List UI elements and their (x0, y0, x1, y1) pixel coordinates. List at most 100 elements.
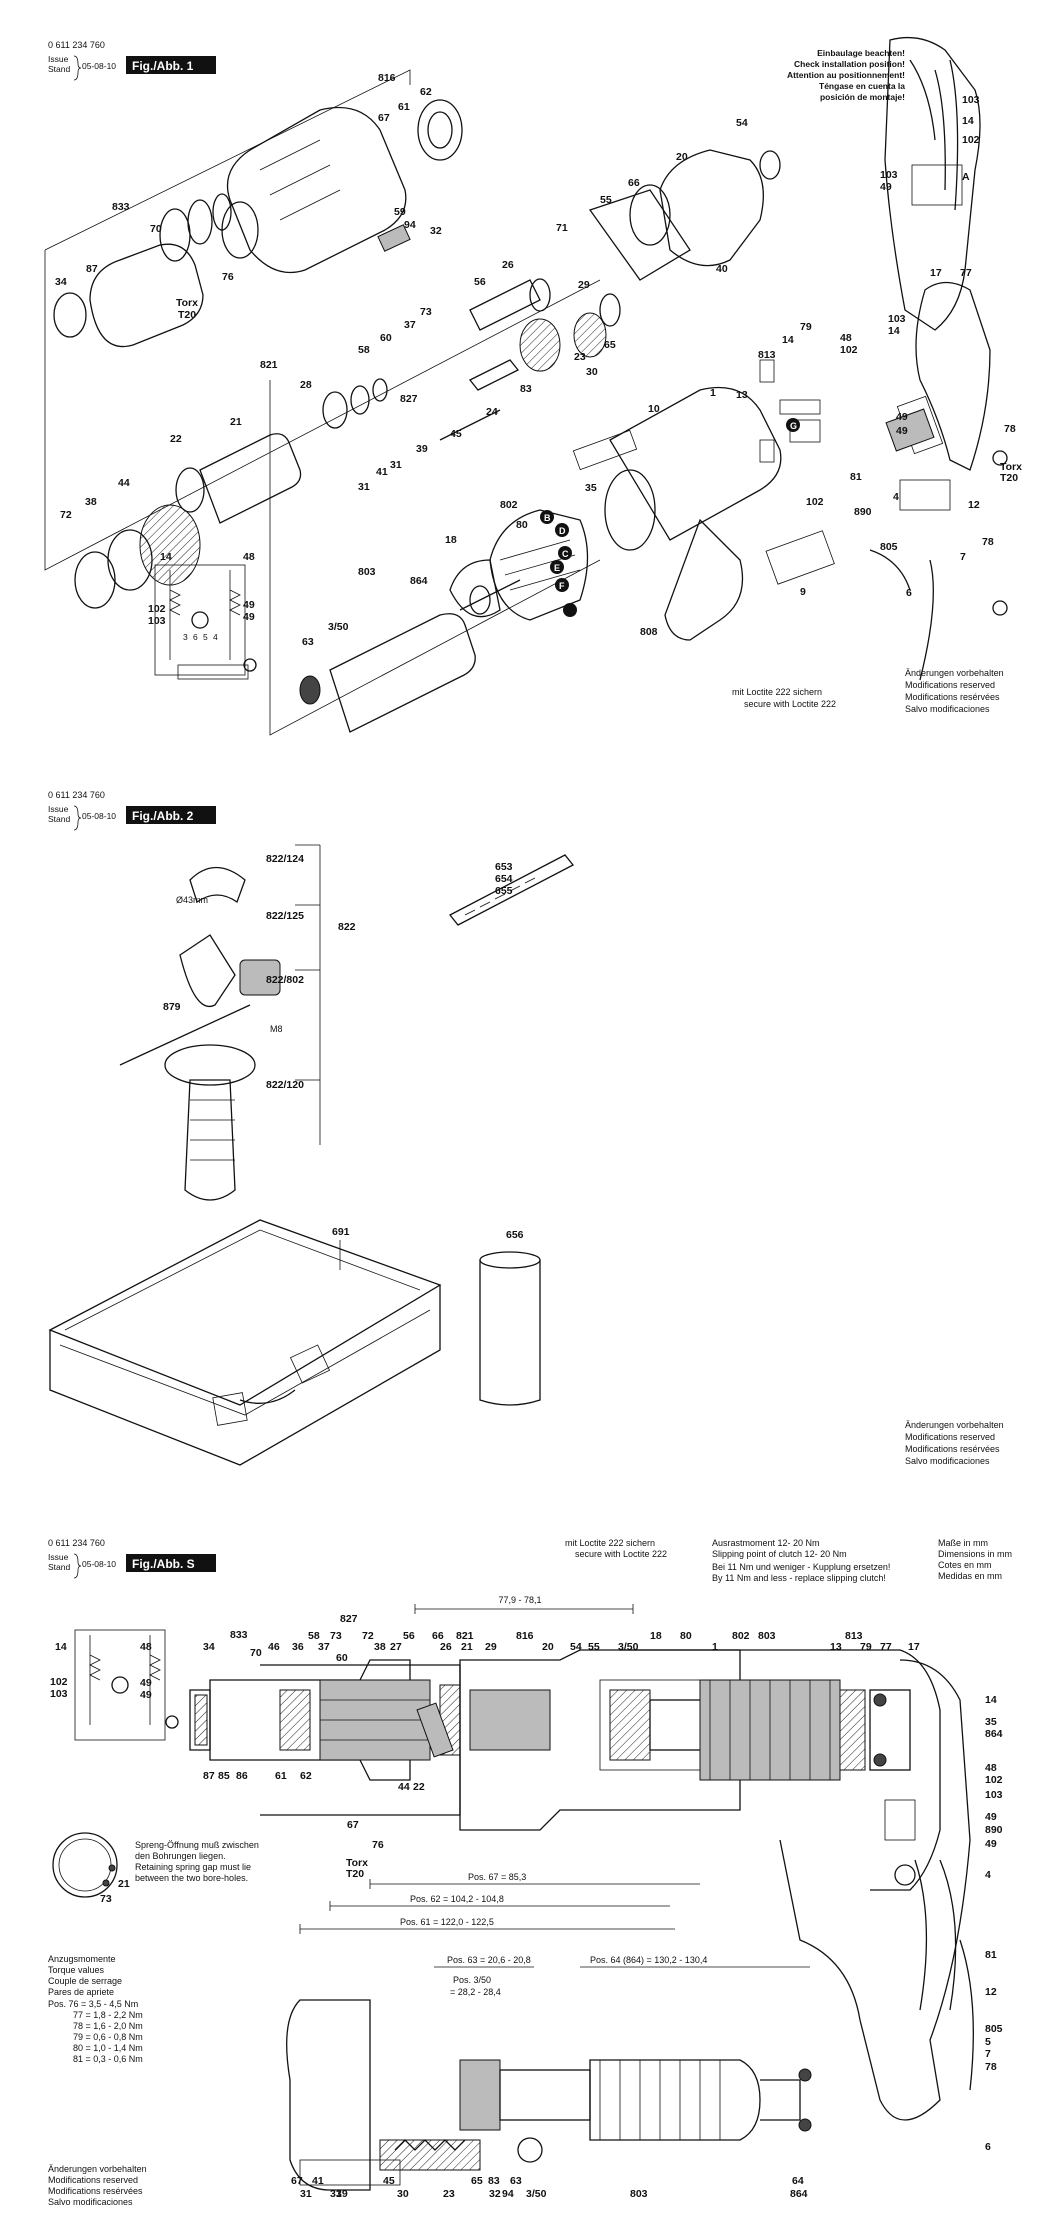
torque-value: 78 = 1,6 - 2,0 Nm (73, 2021, 143, 2031)
torque-table: Anzugsmomente Torque values Couple de se… (48, 1954, 143, 2064)
spring-note: Spreng-Öffnung muß zwischen den Bohrunge… (135, 1840, 259, 1883)
part-label: Ø43mm (176, 895, 208, 905)
brush-parts (759, 359, 821, 463)
dimension-label: Pos. 3/50 (453, 1975, 491, 1985)
part-label: 103 (148, 615, 166, 627)
part-label: 34 (203, 1641, 215, 1653)
part-label: 56 (474, 276, 486, 288)
part-label: 78 (982, 536, 994, 548)
part-label: 656 (506, 1229, 524, 1241)
part-label: 14 (160, 551, 172, 563)
part-label: 80 (680, 1630, 692, 1642)
part-label: 37 (404, 319, 416, 331)
part-label: 3/50 (526, 2188, 547, 2200)
part-label: 864 (790, 2188, 808, 2200)
install-note: Einbaulage beachten! Check installation … (787, 48, 905, 102)
disclaimer-line: Modifications reserved (905, 1432, 995, 1442)
part-label: 39 (416, 443, 428, 455)
fig-label: Fig./Abb. 2 (132, 809, 194, 823)
part-label: 66 (432, 1630, 444, 1642)
part-label: 14 (985, 1694, 997, 1706)
dimension-label: Pos. 61 = 122,0 - 122,5 (400, 1917, 494, 1927)
part-label: 822/124 (266, 853, 304, 865)
terminal-label: 3 (183, 632, 188, 642)
part-label: 813 (758, 349, 776, 361)
part-label: 49 (243, 611, 255, 623)
disclaimer-line: Modifications reserved (905, 680, 995, 690)
part-label: 66 (628, 177, 640, 189)
loctite-line: mit Loctite 222 sichern (732, 687, 822, 697)
part-label: 12 (985, 1986, 997, 1998)
clutch-line: Slipping point of clutch 12- 20 Nm (712, 1549, 847, 1559)
install-note-line: Check installation position! (794, 59, 905, 69)
part-label: 822 (338, 921, 356, 933)
loctite-line: mit Loctite 222 sichern (565, 1538, 655, 1548)
part-label: 41 (312, 2175, 324, 2187)
part-label: 58 (358, 344, 370, 356)
part-label: 45 (383, 2175, 395, 2187)
part-label: 48 (840, 332, 852, 344)
part-label: 31 (390, 459, 402, 471)
part-label: 76 (372, 1839, 384, 1851)
part-label: 27 (390, 1641, 402, 1653)
part-label: 38 (85, 496, 97, 508)
fig1-header: 0 611 234 760 Issue Stand 05-08-10 Fig./… (48, 40, 216, 81)
part-label: 59 (394, 206, 406, 218)
inset-label: 14 (962, 115, 974, 127)
part-label: 48 (985, 1762, 997, 1774)
part-label: 4 (985, 1869, 991, 1881)
part-label: 102 (50, 1676, 68, 1688)
dimension-label: Pos. 67 = 85,3 (468, 1872, 526, 1882)
part-label: 14 (55, 1641, 67, 1653)
part-label: 22 (170, 433, 182, 445)
part-label: 5 (985, 2036, 991, 2048)
part-label: 39 (336, 2188, 348, 2200)
fig2-labels: 822/124 822/125 822 822/802 879 M8 822/1… (163, 853, 524, 1241)
callout-d: E (554, 563, 560, 573)
part-label: 802 (732, 1630, 750, 1642)
part-label: 67 (291, 2175, 303, 2187)
part-label: 44 (118, 477, 130, 489)
part-label: 48 (140, 1641, 152, 1653)
part-label: 41 (376, 466, 388, 478)
part-label: 61 (275, 1770, 287, 1782)
figS-header: 0 611 234 760 Issue Stand 05-08-10 Fig./… (48, 1538, 216, 1579)
stand-label: Stand (48, 64, 70, 74)
part-label: 654 (495, 873, 513, 885)
torque-title-line: Anzugsmomente (48, 1954, 116, 1964)
fig-label: Fig./Abb. 1 (132, 59, 194, 73)
part-label: 1 (710, 387, 716, 399)
part-label: 79 (860, 1641, 872, 1653)
part-label: 67 (378, 112, 390, 124)
callout-letters: B C D E F G (540, 418, 800, 617)
part-label: 30 (397, 2188, 409, 2200)
install-note-line: posición de montaje! (820, 92, 905, 102)
part-label: 26 (502, 259, 514, 271)
part-label: 808 (640, 626, 658, 638)
spring-note-line: Spreng-Öffnung muß zwischen (135, 1840, 259, 1850)
part-label: 65 (471, 2175, 483, 2187)
part-label: 72 (362, 1630, 374, 1642)
part-label: 20 (676, 151, 688, 163)
part-label: 38 (374, 1641, 386, 1653)
part-label: 3/50 (618, 1641, 639, 1653)
part-label: 103 (888, 313, 906, 325)
part-label: 822/125 (266, 910, 304, 922)
part-label: 13 (736, 389, 748, 401)
doc-number: 0 611 234 760 (48, 1538, 105, 1548)
part-label: 78 (1004, 423, 1016, 435)
dimension-line: Dimensions in mm (938, 1549, 1012, 1559)
part-label: 24 (486, 406, 498, 418)
part-label: 22 (413, 1781, 425, 1793)
dimension-label: 77,9 - 78,1 (498, 1595, 541, 1605)
part-label: 86 (236, 1770, 248, 1782)
tool-holder-part (53, 193, 232, 348)
part-label: 34 (55, 276, 67, 288)
part-label: 60 (336, 1652, 348, 1664)
part-label: 12 (968, 499, 980, 511)
part-label: 23 (574, 351, 586, 363)
part-label: 890 (854, 506, 872, 518)
part-label: 802 (500, 499, 518, 511)
part-label: T20 (346, 1868, 364, 1880)
part-label: 102 (840, 344, 858, 356)
